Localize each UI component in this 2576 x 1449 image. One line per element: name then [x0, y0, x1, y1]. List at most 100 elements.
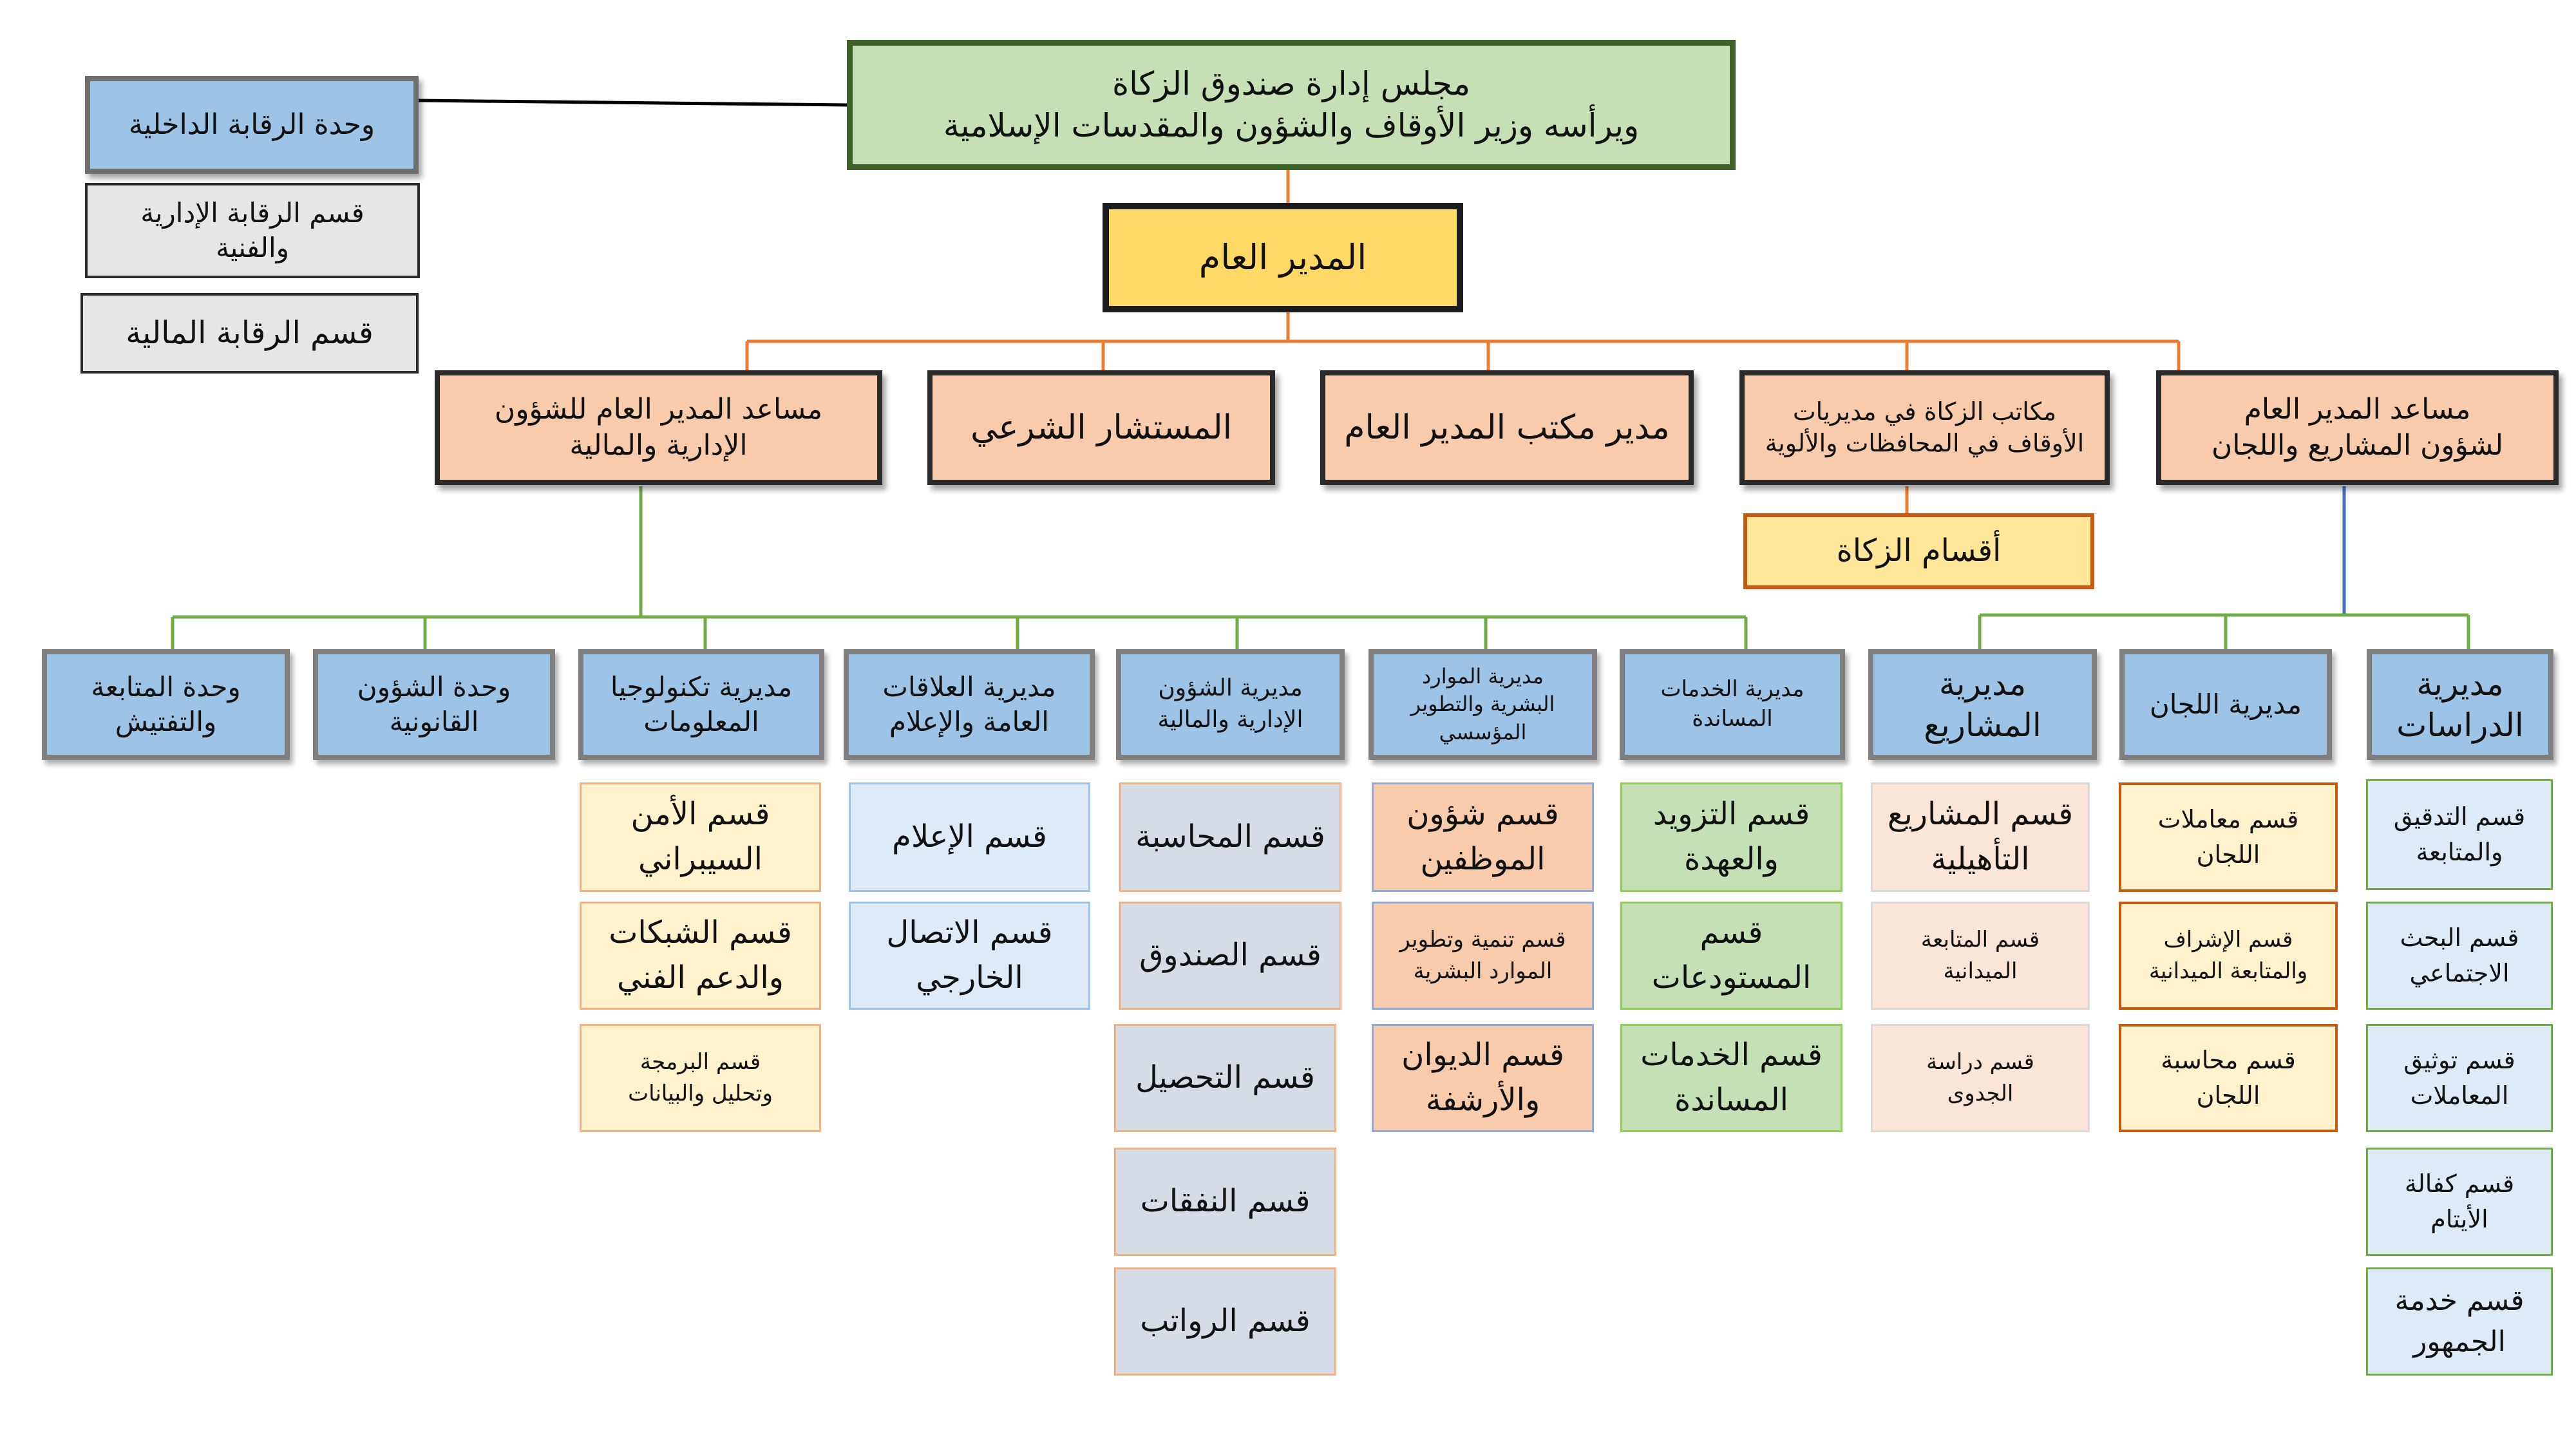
section-box: قسم كفالة الأيتام — [2366, 1148, 2553, 1256]
section-line: قسم خدمة — [2394, 1284, 2524, 1318]
section-line: اللجان — [2196, 840, 2260, 869]
support-services-directorate-box: مديرية الخدمات المساندة — [1620, 649, 1845, 760]
projects-directorate-line2: المشاريع — [1924, 706, 2041, 744]
admin-finance-directorate-line2: الإدارية والمالية — [1157, 706, 1303, 733]
section-line: والمتابعة — [2416, 838, 2503, 866]
admin-finance-directorate-box: مديرية الشؤون الإدارية والمالية — [1116, 649, 1345, 760]
section-box: قسم محاسبة اللجان — [2119, 1024, 2338, 1132]
section-box: قسم الإعلام — [849, 782, 1090, 892]
section-line: وتحليل والبيانات — [628, 1081, 773, 1106]
section-line: قسم التزويد — [1653, 796, 1810, 833]
zakat-offices-line1: مكاتب الزكاة في مديريات — [1792, 397, 2057, 426]
section-box: قسم التحصيل — [1114, 1024, 1336, 1132]
section-line: الجدوى — [1947, 1081, 2014, 1106]
studies-directorate-line2: الدراسات — [2396, 706, 2524, 744]
section-line: الموظفين — [1420, 841, 1546, 877]
section-line: قسم الشبكات — [609, 914, 792, 951]
section-line: قسم شؤون — [1406, 796, 1559, 833]
board-chair: ويرأسه وزير الأوقاف والشؤون والمقدسات ال… — [943, 107, 1640, 144]
general-manager-label: المدير العام — [1198, 237, 1367, 278]
studies-directorate-line1: مديرية — [2416, 665, 2504, 703]
section-line: المساندة — [1674, 1082, 1788, 1118]
admin-tech-audit-line2: والفنية — [216, 232, 289, 263]
pr-directorate-line1: مديرية العلاقات — [882, 671, 1056, 703]
section-box: قسم الرواتب — [1114, 1267, 1336, 1376]
section-line: الجمهور — [2413, 1325, 2506, 1358]
section-line: قسم الرواتب — [1140, 1303, 1311, 1340]
section-box: قسم المشاريع التأهيلية — [1871, 782, 2090, 892]
connector-audit — [418, 99, 848, 107]
financial-audit-section-box: قسم الرقابة المالية — [80, 293, 419, 374]
section-line: المعاملات — [2410, 1081, 2509, 1110]
section-line: اللجان — [2196, 1081, 2260, 1110]
section-line: التأهيلية — [1931, 841, 2030, 877]
projects-directorate-line1: مديرية — [1938, 665, 2027, 703]
section-line: الأيتام — [2430, 1205, 2488, 1233]
board-title: مجلس إدارة صندوق الزكاة — [1112, 65, 1471, 102]
asst-gm-admin-line1: مساعد المدير العام للشؤون — [494, 392, 823, 426]
pr-directorate-line2: العامة والإعلام — [889, 706, 1049, 737]
inspection-unit-line1: وحدة المتابعة — [91, 671, 241, 703]
section-box: قسم الصندوق — [1119, 902, 1341, 1010]
section-line: قسم تنمية وتطوير — [1399, 926, 1566, 952]
inspection-unit-line2: والتفتيش — [115, 706, 217, 737]
hr-directorate-line1: مديرية الموارد — [1422, 664, 1544, 689]
legal-unit-line2: القانونية — [389, 706, 479, 737]
section-box: قسم المحاسبة — [1119, 782, 1341, 892]
section-line: والمتابعة الميدانية — [2148, 958, 2308, 984]
section-line: قسم — [1700, 914, 1763, 951]
section-line: قسم توثيق — [2403, 1045, 2515, 1074]
section-line: قسم الديوان — [1401, 1037, 1564, 1074]
section-line: الخارجي — [916, 960, 1023, 996]
section-line: قسم الاتصال — [886, 914, 1053, 951]
section-box: قسم النفقات — [1114, 1148, 1336, 1256]
admin-finance-directorate-line1: مديرية الشؤون — [1158, 675, 1303, 702]
internal-audit-unit-label: وحدة الرقابة الداخلية — [128, 108, 375, 141]
section-line: قسم الإشراف — [2163, 926, 2293, 952]
section-line: قسم معاملات — [2157, 804, 2299, 833]
section-line: قسم كفالة — [2404, 1169, 2515, 1198]
section-line: قسم البرمجة — [639, 1048, 761, 1075]
board-of-directors-box: مجلس إدارة صندوق الزكاة ويرأسه وزير الأوق… — [847, 40, 1736, 170]
section-line: الموارد البشرية — [1413, 958, 1553, 984]
asst-gm-projects-line2: لشؤون المشاريع واللجان — [2211, 429, 2504, 462]
support-services-directorate-line1: مديرية الخدمات — [1660, 676, 1804, 703]
support-services-directorate-line2: المساندة — [1692, 706, 1773, 732]
office-manager-box: مدير مكتب المدير العام — [1320, 370, 1694, 485]
hr-directorate-line2: البشرية والتطوير — [1410, 692, 1555, 717]
sharia-advisor-label: المستشار الشرعي — [970, 408, 1233, 447]
internal-audit-unit-box: وحدة الرقابة الداخلية — [85, 76, 419, 174]
zakat-sections-label: أقسام الزكاة — [1836, 533, 2002, 569]
section-line: قسم المشاريع — [1887, 796, 2074, 833]
section-line: الميدانية — [1943, 958, 2018, 984]
section-box: قسم تنمية وتطوير الموارد البشرية — [1372, 902, 1594, 1010]
legal-unit-line1: وحدة الشؤون — [357, 671, 511, 703]
hr-directorate-line3: المؤسسي — [1439, 719, 1527, 744]
section-line: قسم البحث — [2400, 923, 2519, 952]
section-box: قسم الإشراف والمتابعة الميدانية — [2119, 902, 2338, 1010]
section-box: قسم شؤون الموظفين — [1372, 782, 1594, 892]
section-box: قسم معاملات اللجان — [2119, 782, 2338, 892]
section-line: قسم المحاسبة — [1135, 819, 1325, 855]
financial-audit-label: قسم الرقابة المالية — [126, 314, 374, 351]
it-directorate-line2: المعلومات — [643, 706, 759, 737]
section-line: قسم محاسبة — [2161, 1045, 2296, 1074]
